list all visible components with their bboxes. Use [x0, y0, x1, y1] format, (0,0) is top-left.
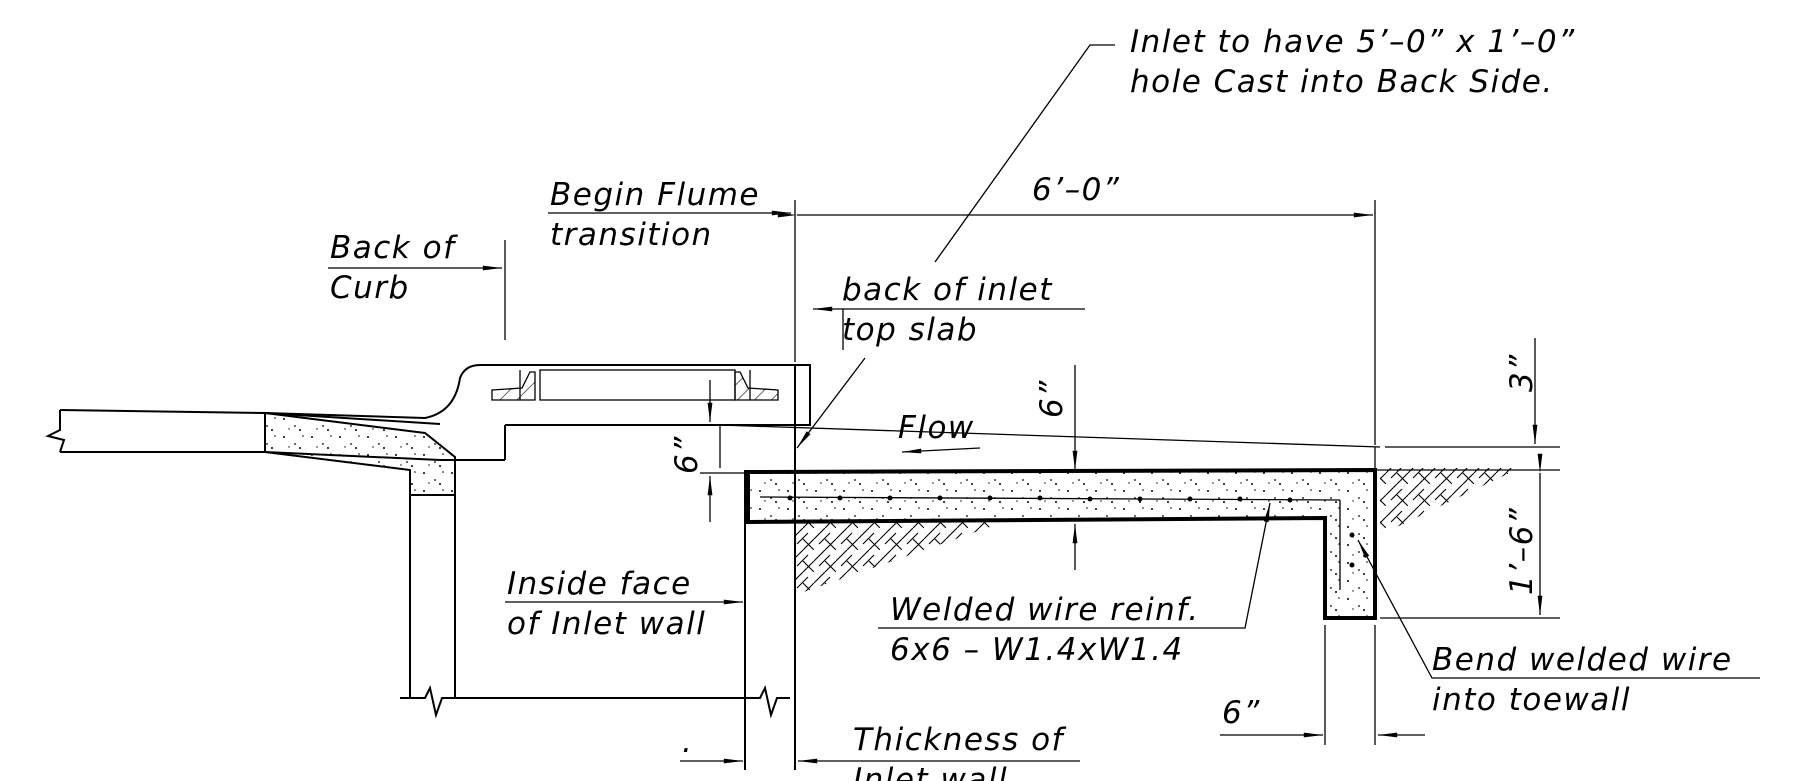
dimension-left-6in-label: 6”	[669, 435, 705, 474]
note-begin-flume-line1: Begin Flume	[550, 177, 760, 213]
extension-lines	[504, 200, 1560, 745]
curb-wall	[400, 494, 790, 719]
curb-nose	[264, 364, 811, 461]
note-thickness-line1: Thickness of	[853, 722, 1067, 758]
note-welded-wire-line1: Welded wire reinf.	[890, 592, 1200, 628]
dimension-slab-6in-label: 6”	[1034, 379, 1070, 418]
note-back-of-inlet-line2: top slab	[842, 312, 978, 348]
gutter-concrete	[264, 411, 456, 496]
dimension-3in-label: 3”	[1504, 353, 1540, 392]
note-bend-wire-line2: into toewall	[1432, 682, 1631, 718]
leader-welded-wire	[878, 502, 1271, 629]
note-thickness-line2: Inlet wall	[853, 762, 1008, 781]
leader-bend-wire	[1357, 539, 1760, 679]
leader-back-of-inlet	[796, 306, 1085, 449]
dimension-6ft-label: 6’–0”	[1032, 172, 1120, 208]
leader-inlet-hole	[934, 44, 1115, 263]
flume-earth-backfill	[795, 468, 1520, 595]
dimension-toewall-6in-label: 6”	[1222, 695, 1261, 731]
leader-flow	[901, 447, 981, 454]
note-inside-face-line2: of Inlet wall	[507, 606, 706, 642]
note-inlet-hole-line1: Inlet to have 5’–0” x 1’–0”	[1130, 24, 1576, 60]
inlet-grate-frame	[491, 369, 779, 401]
note-dot: .	[682, 724, 693, 760]
note-welded-wire-line2: 6x6 – W1.4xW1.4	[890, 632, 1184, 668]
note-back-of-curb-line2: Curb	[330, 270, 410, 306]
note-back-of-curb-line1: Back of	[330, 230, 458, 266]
note-bend-wire-line1: Bend welded wire	[1432, 642, 1733, 678]
dimension-1ft6in-label: 1’–6”	[1504, 507, 1540, 595]
note-back-of-inlet-line1: back of inlet	[842, 272, 1053, 308]
note-flow: Flow	[898, 410, 975, 446]
flume-top-surface	[719, 424, 1560, 471]
note-begin-flume-line2: transition	[550, 217, 713, 253]
note-inside-face-line1: Inside face	[507, 566, 692, 602]
note-inlet-hole-line2: hole Cast into Back Side.	[1130, 64, 1554, 100]
